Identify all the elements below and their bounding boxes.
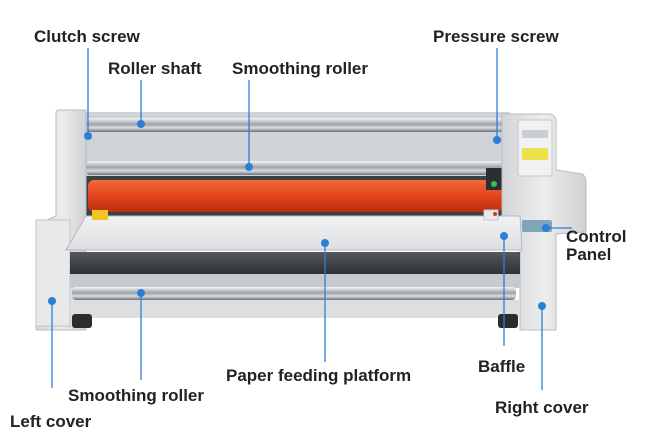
smoothing-roller-lower bbox=[72, 287, 516, 300]
panel-sticker bbox=[522, 130, 548, 138]
dot-right-cover bbox=[538, 302, 546, 310]
label-control-panel: Control Panel bbox=[566, 227, 627, 265]
heat-roller bbox=[88, 180, 502, 212]
lower-grey-panel bbox=[70, 274, 520, 288]
dot-baffle bbox=[500, 232, 508, 240]
right-foot bbox=[498, 314, 518, 328]
baffle-plate bbox=[483, 209, 499, 221]
smoothing-roller-upper bbox=[86, 161, 504, 175]
dot-left-cover bbox=[48, 297, 56, 305]
label-pressure-screw: Pressure screw bbox=[433, 27, 559, 46]
callout-lines bbox=[51, 48, 572, 390]
paper-platform-shape bbox=[65, 215, 523, 251]
dot-control-panel bbox=[542, 224, 550, 232]
dot-pressure-screw bbox=[493, 136, 501, 144]
left-cover-front bbox=[35, 219, 71, 327]
label-paper-feeding-platform: Paper feeding platform bbox=[226, 366, 412, 385]
dot-paper-platform bbox=[321, 239, 329, 247]
callout-dots bbox=[48, 120, 550, 310]
lower-dark-band bbox=[70, 252, 520, 274]
label-left-cover: Left cover bbox=[10, 412, 92, 431]
label-baffle: Baffle bbox=[478, 357, 526, 376]
green-indicator bbox=[491, 181, 497, 187]
label-roller-shaft: Roller shaft bbox=[108, 59, 202, 78]
lower-base bbox=[70, 300, 520, 318]
label-smoothing-roller-bottom: Smoothing roller bbox=[68, 386, 204, 405]
roller-shaft bbox=[86, 118, 504, 132]
left-foot bbox=[72, 314, 92, 328]
label-clutch-screw: Clutch screw bbox=[34, 27, 140, 46]
dot-roller-shaft bbox=[137, 120, 145, 128]
platform-warning-sticker bbox=[92, 210, 108, 220]
panel-yellow-sticker bbox=[522, 148, 548, 160]
baffle-red-dot bbox=[493, 212, 497, 216]
dot-smoothing-roller-bottom bbox=[137, 289, 145, 297]
label-smoothing-roller-top: Smoothing roller bbox=[232, 59, 368, 78]
gear-block bbox=[486, 168, 504, 190]
dot-clutch-screw bbox=[84, 132, 92, 140]
label-right-cover: Right cover bbox=[495, 398, 589, 417]
dot-smoothing-roller-top bbox=[245, 163, 253, 171]
